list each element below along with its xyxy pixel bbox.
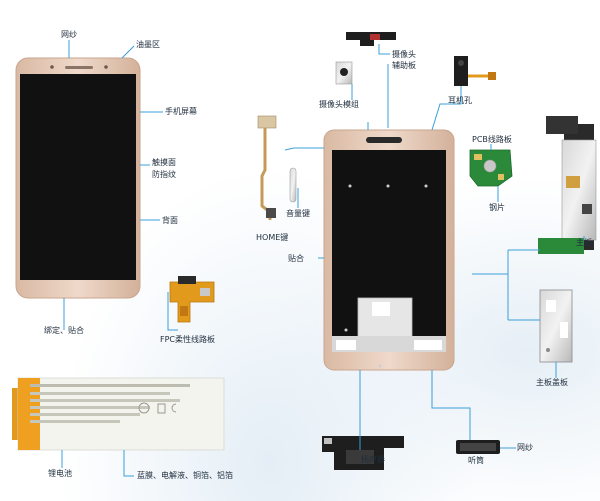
label-mainboard: 主板 bbox=[576, 238, 592, 247]
volume-key-graphic bbox=[289, 167, 297, 203]
label-mesh-receiver: 网纱 bbox=[517, 443, 533, 452]
fpc-board-graphic bbox=[169, 276, 215, 323]
label-receiver: 听筒 bbox=[468, 456, 484, 465]
label-fpc-board: FPC柔性线路板 bbox=[160, 335, 216, 344]
battery-bin-icon bbox=[157, 403, 166, 414]
headphone-jack-graphic bbox=[454, 56, 496, 86]
battery-graphic bbox=[12, 377, 225, 451]
mainboard-graphic bbox=[538, 116, 597, 254]
label-attach: 贴合 bbox=[288, 254, 304, 263]
label-mesh-top: 网纱 bbox=[61, 30, 77, 39]
pcb-board-graphic bbox=[469, 149, 513, 187]
label-bond-attach: 绑定、贴合 bbox=[44, 326, 84, 335]
midframe-graphic bbox=[323, 129, 455, 371]
ce-mark-icon bbox=[171, 403, 177, 413]
camera-aux-board-graphic bbox=[346, 32, 396, 46]
label-volume-key: 音量键 bbox=[286, 209, 310, 218]
label-back-side: 背面 bbox=[162, 216, 178, 225]
label-home-key: HOME键 bbox=[256, 233, 289, 242]
label-anti-fingerprint: 防指纹 bbox=[152, 170, 176, 179]
label-touch-surface: 触摸面 bbox=[152, 158, 176, 167]
label-battery: 锂电池 bbox=[48, 469, 72, 478]
home-key-flex-graphic bbox=[257, 115, 277, 220]
front-phone bbox=[15, 57, 141, 299]
receiver-graphic bbox=[456, 440, 500, 454]
label-phone-screen: 手机屏幕 bbox=[165, 107, 197, 116]
mainboard-cover-graphic bbox=[539, 289, 573, 363]
label-battery-materials: 蓝膜、电解液、铜箔、铝箔 bbox=[137, 471, 233, 480]
label-camera-aux-board-2: 辅助板 bbox=[392, 61, 416, 70]
label-ink-area: 油墨区 bbox=[136, 40, 160, 49]
label-pcb-board: PCB线路板 bbox=[472, 135, 512, 144]
label-mainboard-cover: 主板盖板 bbox=[536, 378, 568, 387]
speaker-graphic bbox=[322, 436, 404, 470]
label-steel-sheet: 钢片 bbox=[489, 203, 505, 212]
label-camera-module: 摄像头模组 bbox=[319, 100, 359, 109]
callout-lines bbox=[61, 40, 585, 477]
label-headphone-jack: 耳机孔 bbox=[448, 96, 472, 105]
label-speaker: 扬声器 bbox=[361, 455, 385, 464]
camera-module-graphic bbox=[335, 61, 353, 85]
label-camera-aux-board-1: 摄像头 bbox=[392, 50, 416, 59]
recycle-icon bbox=[138, 402, 150, 414]
